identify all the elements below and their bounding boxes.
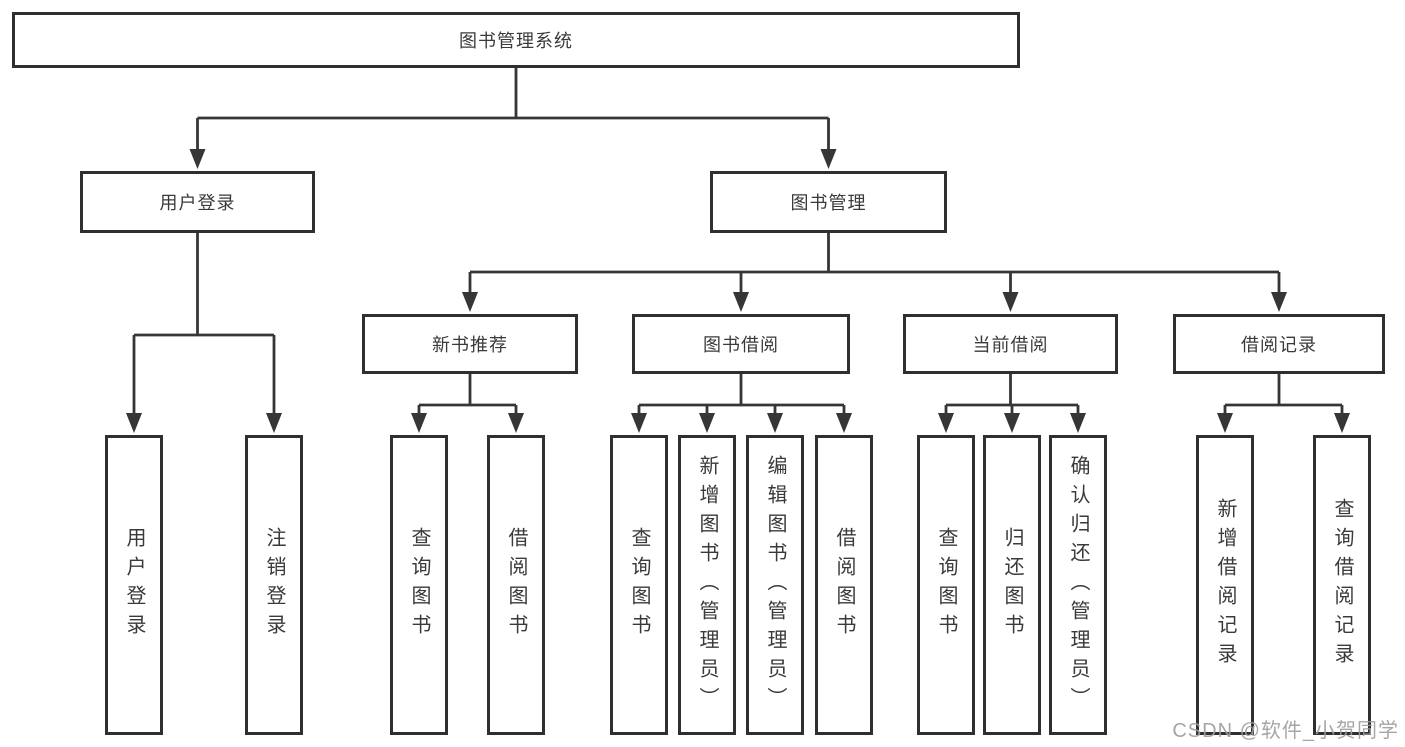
node-root: 图书管理系统 <box>12 12 1020 68</box>
leaf-nbr-query-books: 查询图书 <box>390 435 448 735</box>
leaf-cb-query-books: 查询图书 <box>917 435 975 735</box>
node-borrow-records: 借阅记录 <box>1173 314 1385 374</box>
node-label: 查询图书 <box>935 527 957 643</box>
node-current-borrow: 当前借阅 <box>903 314 1118 374</box>
node-label: 查询图书 <box>408 527 430 643</box>
node-user-login: 用户登录 <box>80 171 315 233</box>
leaf-bb-borrow-books: 借阅图书 <box>815 435 873 735</box>
watermark: CSDN @软件_小贺同学 <box>1172 720 1399 742</box>
node-label: 借阅图书 <box>505 527 527 643</box>
leaf-user-login: 用户登录 <box>105 435 163 735</box>
node-label: 新书推荐 <box>432 335 508 355</box>
node-label: 借阅图书 <box>833 527 855 643</box>
leaf-logout: 注销登录 <box>245 435 303 735</box>
node-label: 查询图书 <box>628 527 650 643</box>
leaf-br-add-record: 新增借阅记录 <box>1196 435 1254 735</box>
leaf-cb-return-books: 归还图书 <box>983 435 1041 735</box>
leaf-bb-add-books-admin: 新增图书（管理员） <box>678 435 736 735</box>
node-label: 新增借阅记录 <box>1214 498 1236 672</box>
node-book-management: 图书管理 <box>710 171 947 233</box>
node-label: 图书借阅 <box>703 335 779 355</box>
leaf-br-query-record: 查询借阅记录 <box>1313 435 1371 735</box>
node-label: 图书管理 <box>790 193 867 213</box>
leaf-bb-query-books: 查询图书 <box>610 435 668 735</box>
node-label: 编辑图书（管理员） <box>764 454 786 716</box>
node-label: 注销登录 <box>263 527 285 643</box>
node-label: 当前借阅 <box>972 335 1049 355</box>
leaf-bb-edit-books-admin: 编辑图书（管理员） <box>746 435 804 735</box>
node-label: 归还图书 <box>1001 527 1023 643</box>
node-book-borrow: 图书借阅 <box>632 314 850 374</box>
node-label: 确认归还（管理员） <box>1067 454 1089 716</box>
leaf-nbr-borrow-books: 借阅图书 <box>487 435 545 735</box>
node-new-book-recommend: 新书推荐 <box>362 314 578 374</box>
node-label: 借阅记录 <box>1241 335 1317 355</box>
node-label: 用户登录 <box>123 527 145 643</box>
node-label: 图书管理系统 <box>459 31 573 51</box>
node-label: 新增图书（管理员） <box>696 454 718 716</box>
leaf-cb-confirm-return-admin: 确认归还（管理员） <box>1049 435 1107 735</box>
node-label: 用户登录 <box>159 193 236 213</box>
node-label: 查询借阅记录 <box>1331 498 1353 672</box>
